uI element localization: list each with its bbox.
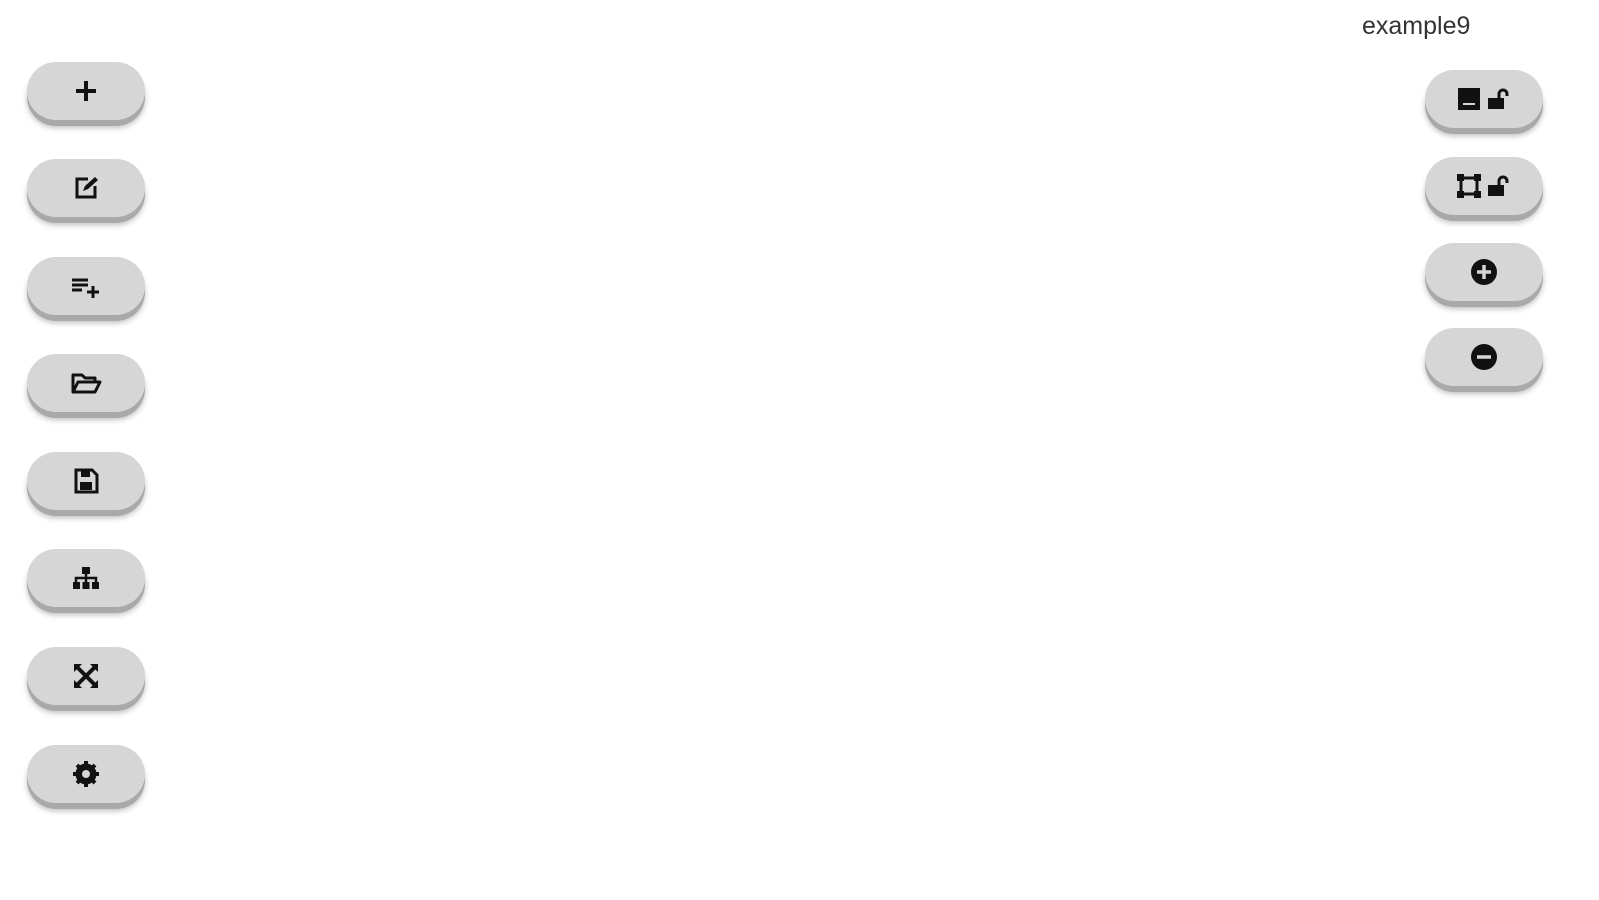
plus-circle-icon <box>1471 259 1497 285</box>
label-stop: Stop <box>228 174 271 197</box>
expand-icon <box>74 664 98 688</box>
plus-icon <box>76 81 96 101</box>
label-contact-r-branch: R <box>549 671 564 694</box>
r-contact-no[interactable] <box>527 704 588 732</box>
label-rail-l1: L1 <box>163 365 186 388</box>
label-contact-f-nc: F <box>704 518 717 541</box>
document-title: example9 <box>1362 12 1471 40</box>
f-pushbutton-no[interactable] <box>371 223 436 271</box>
zoom-in-button[interactable] <box>1425 243 1543 301</box>
zoom-out-button[interactable] <box>1425 328 1543 386</box>
f-contact-nc[interactable] <box>685 552 740 582</box>
highlight-regions <box>100 108 1473 719</box>
fit-button[interactable] <box>27 647 145 705</box>
r-coil[interactable] <box>985 550 1046 584</box>
edit-button[interactable] <box>27 159 145 217</box>
label-contact-f-branch: F <box>551 365 564 388</box>
hierarchy-icon <box>73 567 99 589</box>
add-rung-button[interactable] <box>27 257 145 315</box>
hierarchy-button[interactable] <box>27 549 145 607</box>
label-rail-l2: L2 <box>1386 365 1409 388</box>
label-contact-r-nc: R <box>702 212 717 235</box>
settings-button[interactable] <box>27 745 145 803</box>
add-button[interactable] <box>27 62 145 120</box>
labels: Stop F F R F L R F R R L1 L2 <box>163 174 1409 694</box>
gear-icon <box>73 761 99 787</box>
label-pb-f: F <box>397 174 410 197</box>
label-contact-l-nc: L <box>1316 212 1328 235</box>
link-direction-icon <box>1005 400 1026 426</box>
stop-pushbutton-nc[interactable] <box>218 221 282 272</box>
folder-open-icon <box>71 373 102 394</box>
selection-unlock-icon <box>1457 174 1509 198</box>
r-contact-nc[interactable] <box>685 247 740 277</box>
f-coil[interactable] <box>985 245 1046 279</box>
label-coil-f: F <box>1009 212 1022 235</box>
open-button[interactable] <box>27 354 145 412</box>
wires <box>175 260 1398 720</box>
l-contact-nc[interactable] <box>1298 247 1352 277</box>
image-unlock-icon <box>1458 88 1509 110</box>
image-lock-button[interactable] <box>1425 70 1543 128</box>
edit-icon <box>75 177 98 199</box>
list-add-icon <box>72 278 99 298</box>
label-coil-r: R <box>1007 595 1022 618</box>
save-icon <box>74 468 99 494</box>
label-pb-r: R <box>395 479 410 502</box>
r-pushbutton-no[interactable] <box>371 528 436 576</box>
thick-wires <box>173 185 1400 718</box>
f-contact-no[interactable] <box>527 399 588 427</box>
select-lock-button[interactable] <box>1425 157 1543 215</box>
minus-circle-icon <box>1471 344 1497 370</box>
symbols <box>218 221 1352 732</box>
save-button[interactable] <box>27 452 145 510</box>
